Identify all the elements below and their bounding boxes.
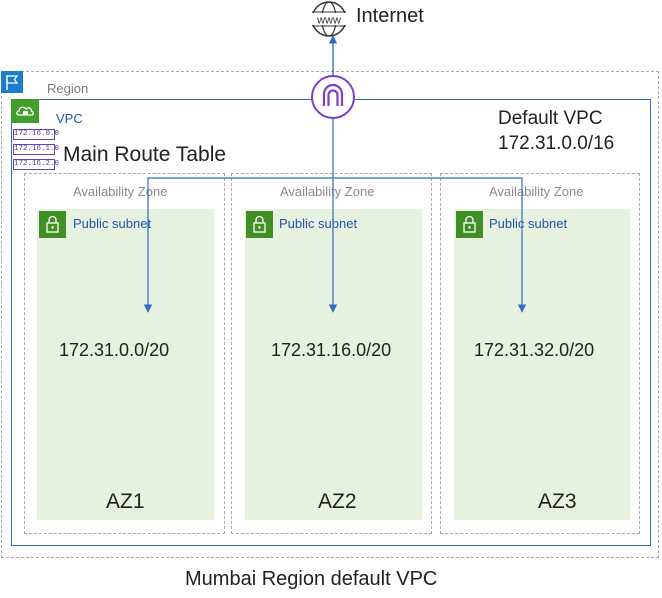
region-container (1, 71, 659, 558)
availability-zone-2 (231, 173, 432, 534)
default-vpc-cidr: 172.31.0.0/16 (498, 133, 615, 154)
public-subnet-1 (37, 209, 214, 520)
public-subnet-3 (454, 209, 630, 520)
az-label: Availability Zone (280, 184, 375, 199)
az-name: AZ3 (538, 490, 577, 513)
route-table-entry: 172.16.0.0 (13, 129, 60, 140)
lock-icon (246, 211, 273, 238)
subnet-label: Public subnet (489, 216, 568, 231)
internet-gateway-icon (310, 74, 356, 120)
az-name: AZ1 (106, 490, 145, 513)
region-label: Region (47, 81, 89, 96)
www-globe-icon: www (307, 0, 353, 40)
availability-zone-1 (24, 173, 225, 534)
diagram-caption: Mumbai Region default VPC (185, 568, 438, 590)
route-table-entry: 172.16.1.0 (13, 144, 60, 155)
default-vpc-title: Default VPC (498, 108, 603, 129)
subnet-label: Public subnet (279, 216, 358, 231)
vpc-label: VPC (56, 111, 83, 126)
lock-icon (39, 211, 66, 238)
subnet-cidr: 172.31.16.0/20 (271, 340, 392, 360)
globe-text: www (316, 15, 341, 27)
subnet-label: Public subnet (73, 216, 152, 231)
flag-icon (1, 71, 23, 93)
route-table-entry: 172.16.2.0 (13, 159, 60, 170)
az-name: AZ2 (318, 490, 357, 513)
az-label: Availability Zone (73, 184, 168, 199)
lock-icon (456, 211, 483, 238)
az-label: Availability Zone (489, 184, 584, 199)
subnet-cidr: 172.31.0.0/20 (59, 340, 170, 360)
route-table-label: Main Route Table (63, 143, 227, 166)
subnet-cidr: 172.31.32.0/20 (474, 340, 595, 360)
cloud-lock-icon (11, 99, 39, 123)
internet-label: Internet (356, 5, 424, 27)
availability-zone-3 (440, 173, 640, 534)
